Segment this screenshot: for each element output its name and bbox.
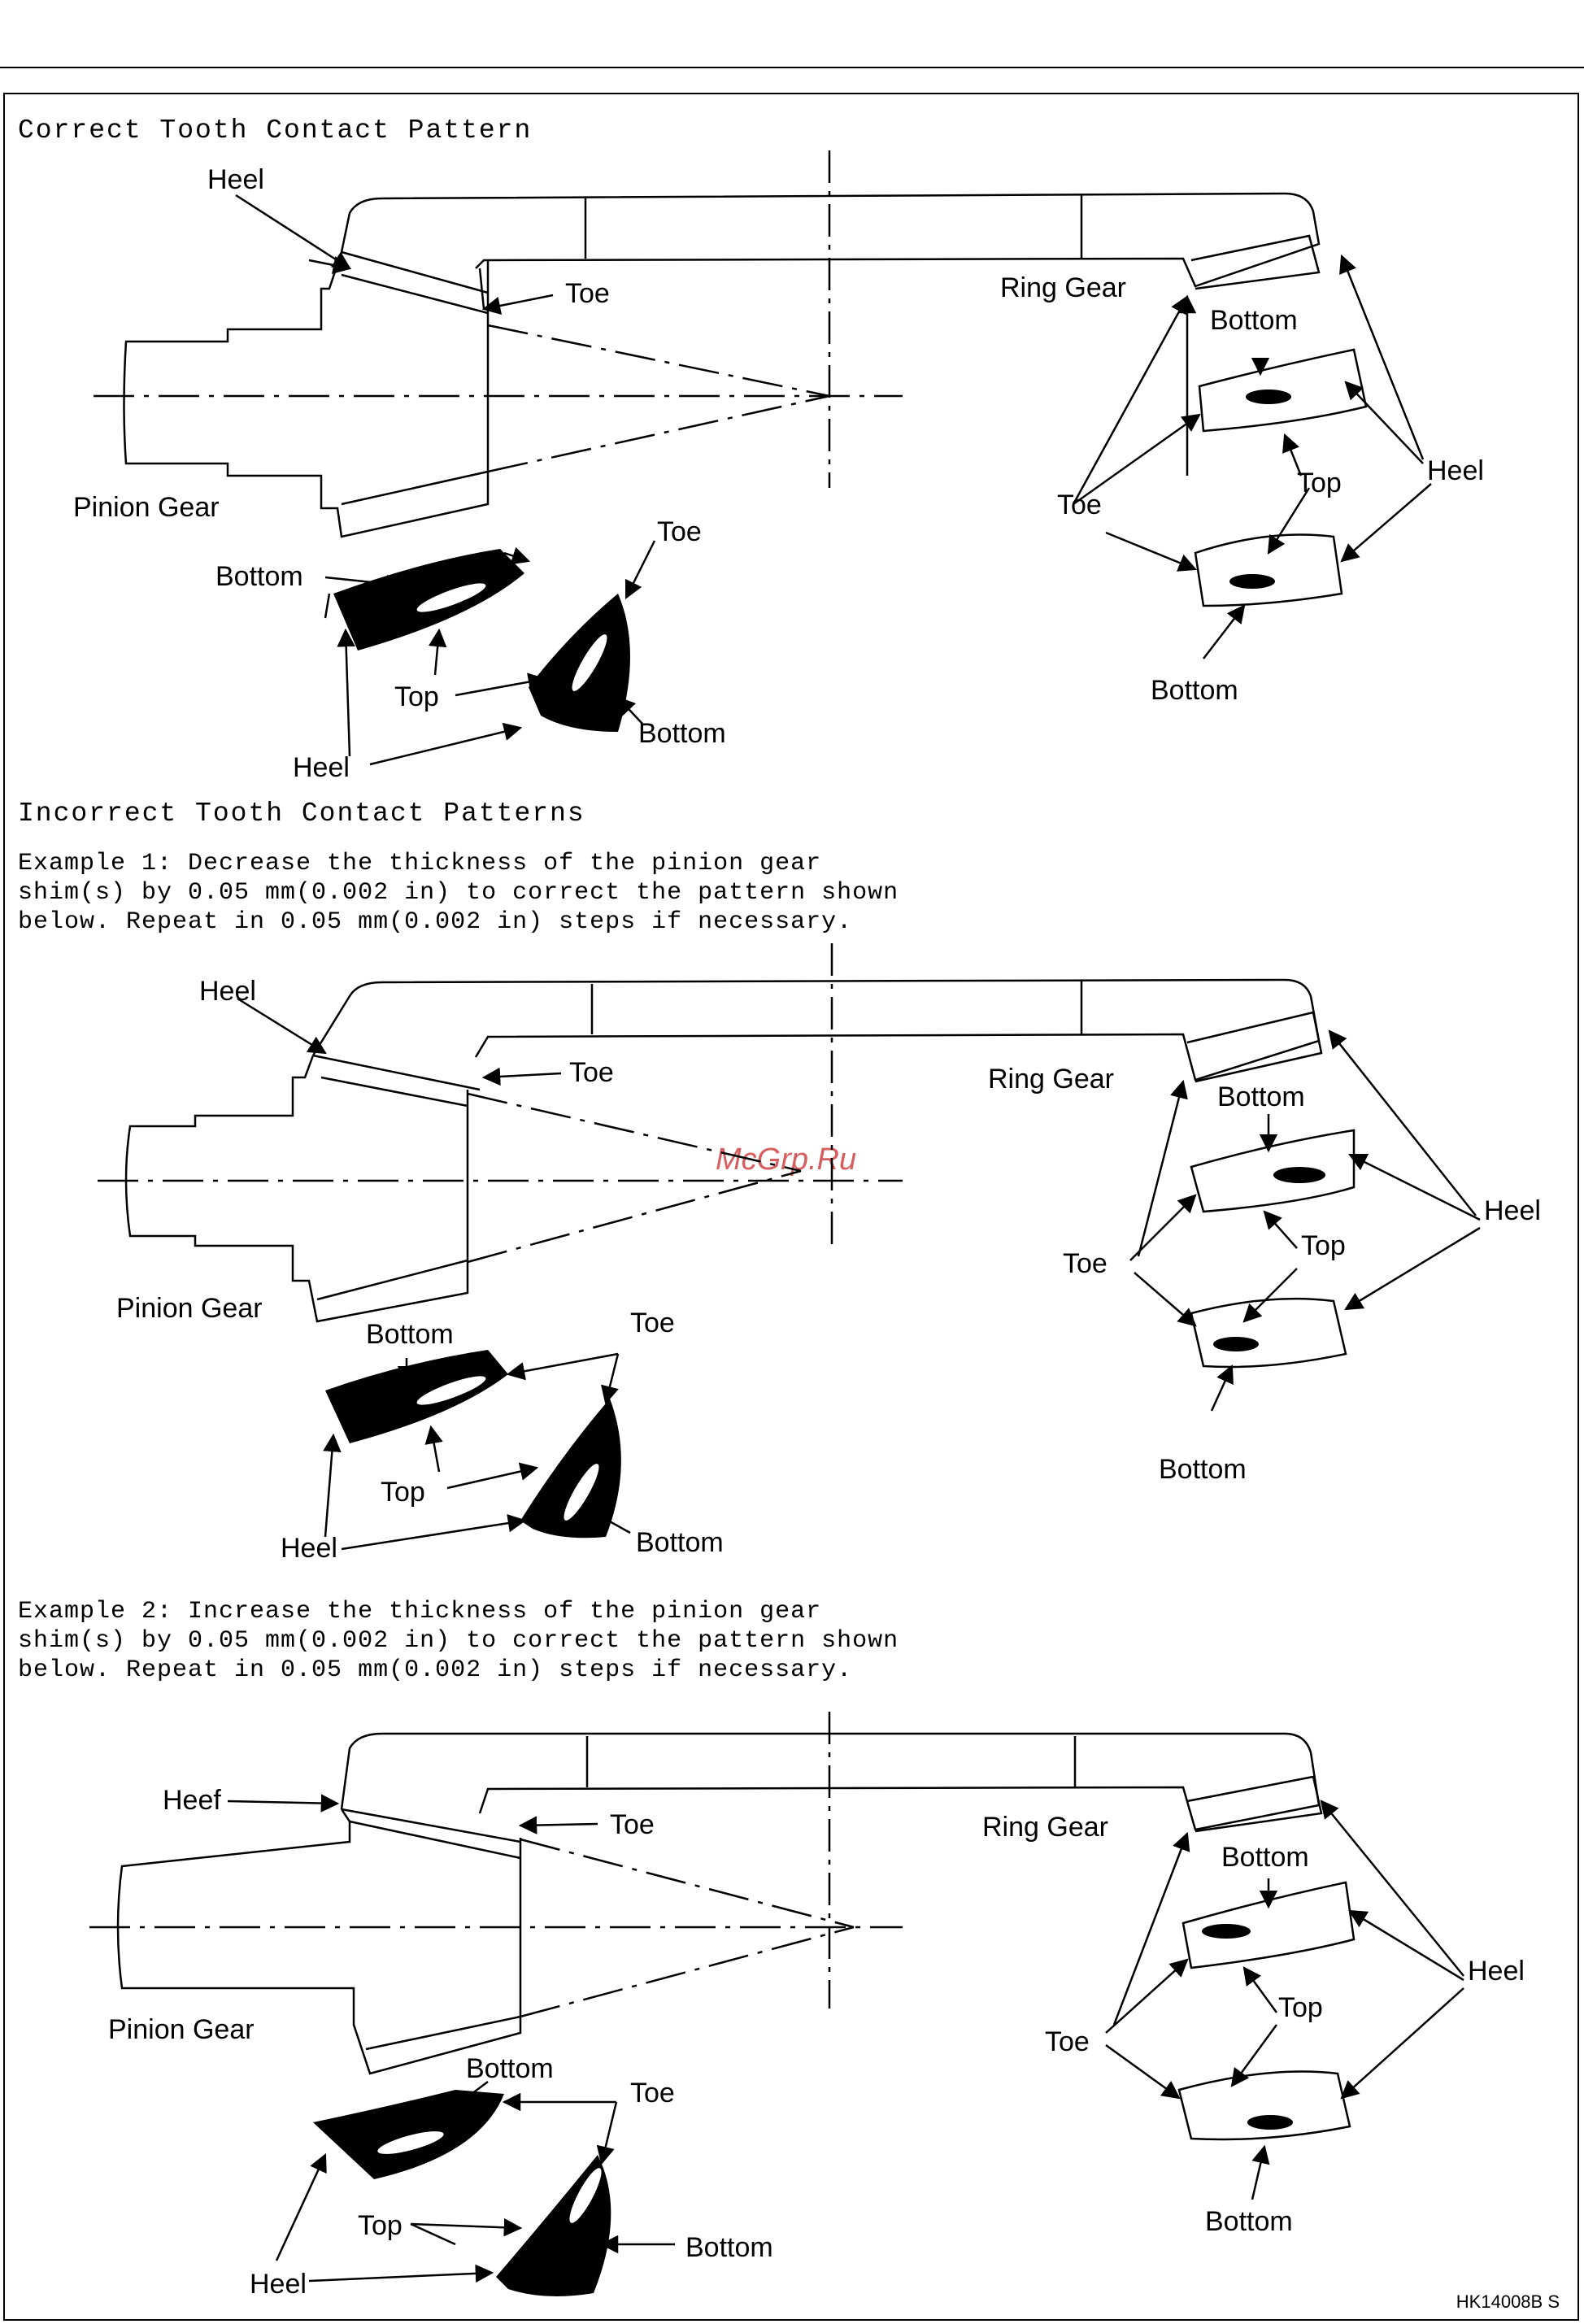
label-bottom-b: Bottom bbox=[638, 718, 726, 749]
label-bottom-a: Bottom bbox=[366, 1319, 454, 1350]
label-toe: Toe bbox=[569, 1057, 614, 1088]
label-ring-bottom: Bottom bbox=[1221, 1842, 1309, 1873]
label-pinion-gear: Pinion Gear bbox=[108, 2014, 255, 2045]
label-ring-toe: Toe bbox=[1045, 2026, 1090, 2057]
label-heel: Heel bbox=[207, 164, 264, 195]
example-1-text: Example 1: Decrease the thickness of the… bbox=[18, 850, 899, 936]
label-heel: Heef bbox=[163, 1785, 221, 1816]
label-ring-bottom: Bottom bbox=[1217, 1081, 1305, 1112]
label-bottom-a: Bottom bbox=[215, 561, 303, 592]
label-ring-toe: Toe bbox=[1057, 490, 1102, 520]
label-heel: Heel bbox=[199, 976, 256, 1007]
label-heel-b: Heel bbox=[281, 1533, 337, 1564]
label-ring-gear: Ring Gear bbox=[1000, 272, 1126, 303]
label-ring-bottom-2: Bottom bbox=[1159, 1454, 1247, 1485]
label-heel-b: Heel bbox=[250, 2269, 307, 2300]
label-top-a: Top bbox=[394, 681, 439, 712]
label-bottom-b: Bottom bbox=[685, 2232, 773, 2263]
label-toe-b: Toe bbox=[630, 1308, 675, 1338]
label-ring-gear: Ring Gear bbox=[988, 1064, 1114, 1095]
figure-frame bbox=[3, 93, 1579, 2321]
incorrect-patterns-heading: Incorrect Tooth Contact Patterns bbox=[18, 799, 585, 829]
label-toe-b: Toe bbox=[657, 516, 702, 547]
label-toe: Toe bbox=[610, 1809, 655, 1840]
label-ring-top: Top bbox=[1301, 1230, 1346, 1261]
label-pinion-gear: Pinion Gear bbox=[73, 492, 220, 523]
label-ring-heel: Heel bbox=[1427, 455, 1484, 486]
label-ring-bottom-2: Bottom bbox=[1205, 2206, 1293, 2237]
label-ring-bottom-2: Bottom bbox=[1151, 675, 1238, 706]
label-ring-bottom: Bottom bbox=[1210, 305, 1298, 336]
label-bottom-b: Bottom bbox=[636, 1527, 724, 1558]
diagram-example-1: Heel Toe Ring Gear Pinion Gear Bottom To… bbox=[98, 943, 1541, 1564]
figure-code: HK14008B S bbox=[1456, 2291, 1560, 2312]
label-pinion-gear: Pinion Gear bbox=[116, 1293, 263, 1324]
example-2-text: Example 2: Increase the thickness of the… bbox=[18, 1598, 899, 1684]
label-ring-gear: Ring Gear bbox=[982, 1812, 1108, 1843]
label-ring-toe: Toe bbox=[1063, 1248, 1107, 1279]
label-ring-top: Top bbox=[1297, 468, 1342, 498]
correct-pattern-heading: Correct Tooth Contact Pattern bbox=[18, 115, 533, 146]
label-toe: Toe bbox=[565, 278, 610, 309]
label-heel-b: Heel bbox=[293, 752, 350, 783]
label-top-a: Top bbox=[358, 2210, 403, 2241]
diagram-correct-pattern: Heel Toe Ring Gear Pinion Gear Bottom To… bbox=[73, 150, 1484, 783]
label-top-a: Top bbox=[381, 1477, 425, 1508]
diagram-example-2: Heef Toe Ring Gear Pinion Gear Bottom To… bbox=[89, 1712, 1525, 2300]
header-rule bbox=[0, 67, 1584, 68]
label-ring-heel: Heel bbox=[1468, 1956, 1525, 1987]
watermark: McGrp.Ru bbox=[716, 1142, 857, 1177]
label-toe-b: Toe bbox=[630, 2078, 675, 2109]
label-ring-heel: Heel bbox=[1484, 1195, 1541, 1226]
label-ring-top: Top bbox=[1278, 1992, 1323, 2023]
label-bottom-a: Bottom bbox=[466, 2053, 554, 2084]
